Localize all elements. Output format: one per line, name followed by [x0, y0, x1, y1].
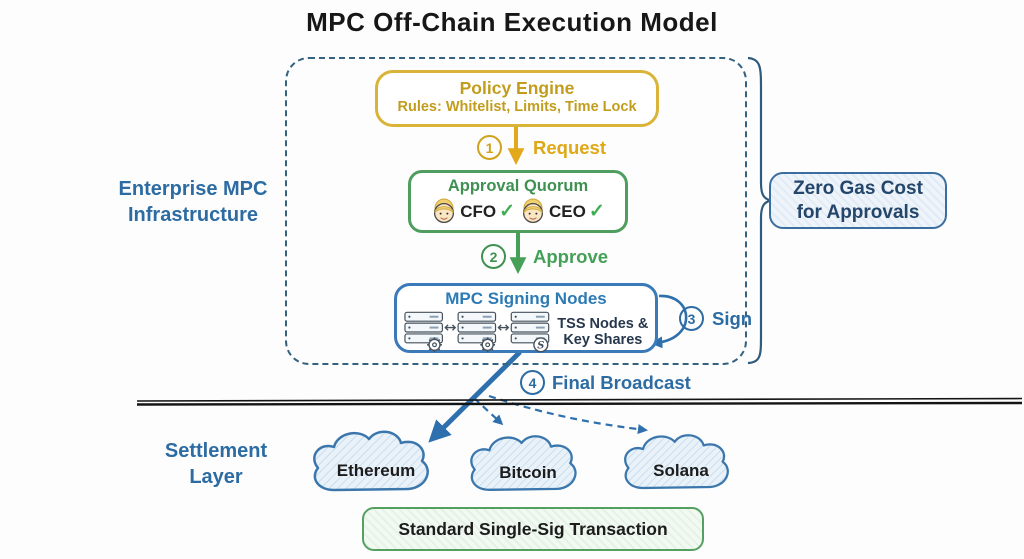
step-request: 1 Request [477, 135, 606, 160]
cloud-icon [470, 435, 577, 491]
step-1-label: Request [533, 136, 606, 158]
step-3-label: Sign [712, 307, 753, 329]
enterprise-mpc-container [285, 57, 747, 365]
cloud-solana: Solana [616, 430, 746, 497]
cloud-icon [624, 434, 729, 490]
cloud-ethereum: Ethereum [305, 426, 447, 500]
step-sign: 3 Sign [679, 306, 752, 331]
policy-engine-title: Policy Engine [459, 78, 575, 98]
step-1-badge: 1 [477, 135, 502, 160]
approved-check-icon: ✓ [499, 201, 516, 223]
signing-nodes-row: S TSS Nodes & Key Shares [397, 310, 655, 354]
mpc-signing-nodes-title: MPC Signing Nodes [445, 289, 607, 308]
single-sig-transaction-note: Standard Single-Sig Transaction [362, 507, 704, 551]
policy-engine-rules: Rules: Whitelist, Limits, Time Lock [397, 99, 637, 115]
approver-cfo: CFO ✓ [431, 198, 515, 226]
chain-label: Bitcoin [499, 462, 557, 482]
step-2-badge: 2 [481, 244, 506, 269]
approver-ceo: CEO ✓ [520, 198, 605, 226]
broadcast-arrow-bitcoin [473, 397, 504, 426]
enterprise-infrastructure-label: Enterprise MPC Infrastructure [118, 178, 268, 226]
policy-engine-node: Policy Engine Rules: Whitelist, Limits, … [375, 70, 659, 127]
person-face-icon [522, 198, 544, 223]
chain-label: Ethereum [336, 460, 416, 480]
person-face-icon [434, 198, 455, 223]
cloud-bitcoin: Bitcoin [462, 431, 594, 499]
chain-label: Solana [653, 461, 709, 481]
step-2-label: Approve [533, 245, 609, 267]
step-approve: 2 Approve [481, 244, 608, 269]
approver-role: CFO [460, 201, 497, 221]
approval-quorum-title: Approval Quorum [447, 177, 589, 195]
approver-role: CEO [549, 201, 586, 221]
server-cluster-icon: S [404, 312, 550, 353]
svg-text:S: S [537, 341, 544, 352]
tss-nodes-note: TSS Nodes & Key Shares [557, 315, 649, 349]
approvers-row: CFO ✓ CEO ✓ [411, 198, 625, 226]
cloud-icon [313, 430, 429, 492]
separator-line-top [136, 397, 1023, 402]
settlement-layer-label: Settlement Layer [164, 440, 268, 488]
zero-gas-callout: Zero Gas Cost for Approvals [769, 172, 947, 229]
step-4-badge: 4 [520, 370, 545, 395]
broadcast-arrow-solana [488, 394, 649, 435]
step-4-label: Final Broadcast [552, 371, 691, 393]
page-title: MPC Off-Chain Execution Model [306, 7, 718, 37]
mpc-signing-nodes-node: MPC Signing Nodes [394, 283, 658, 353]
approved-check-icon: ✓ [588, 201, 605, 223]
step-final-broadcast: 4 Final Broadcast [520, 370, 691, 395]
separator-line-bottom [136, 401, 1023, 406]
step-3-badge: 3 [679, 306, 704, 331]
approval-quorum-node: Approval Quorum CFO ✓ [408, 170, 628, 233]
